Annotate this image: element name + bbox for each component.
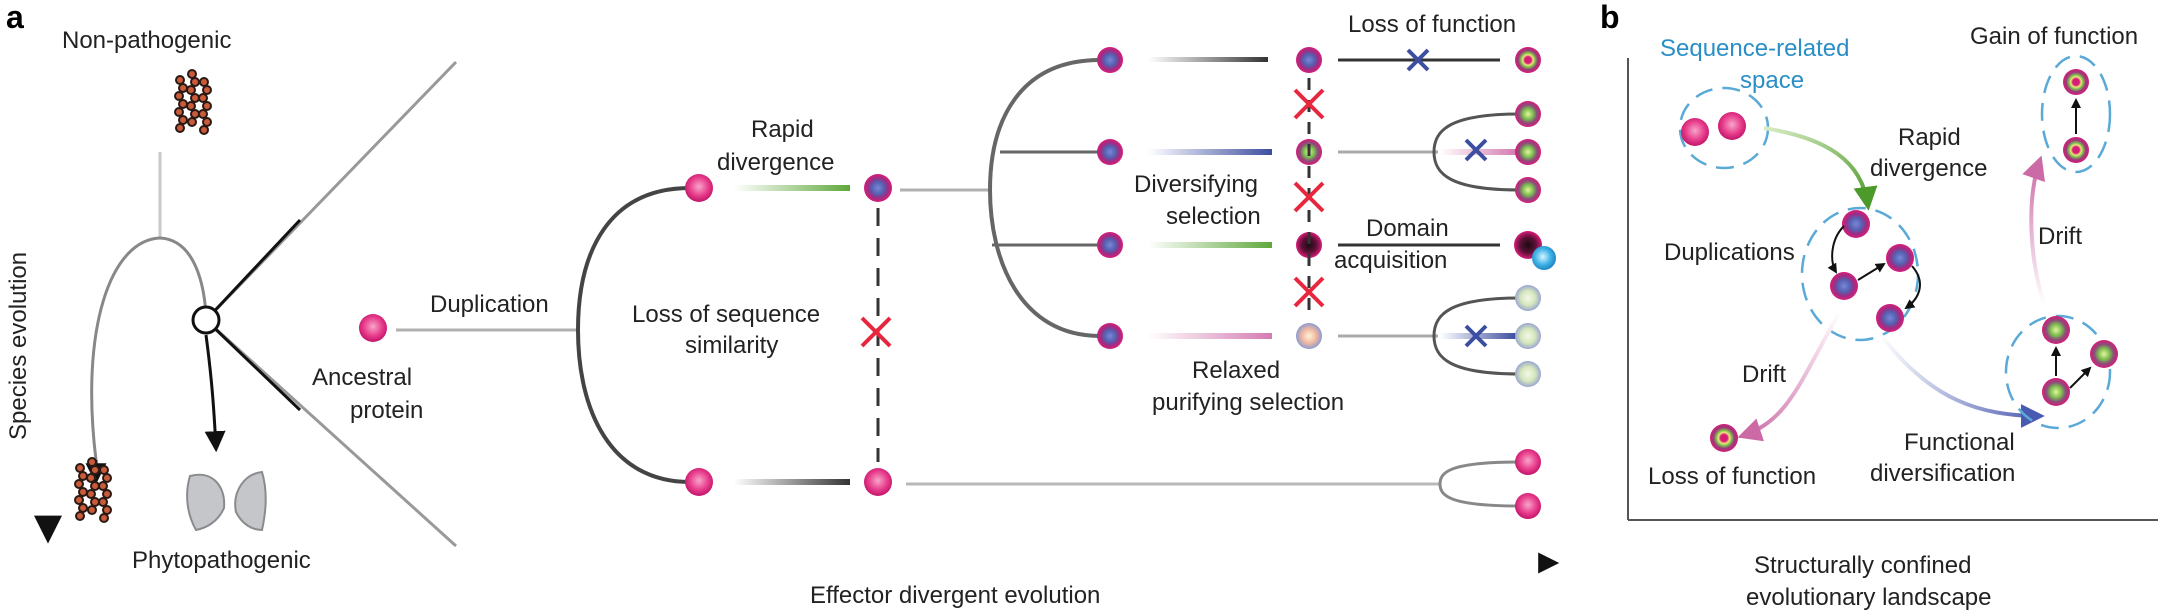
duplication-label: Duplication xyxy=(430,291,549,318)
functional-label-line1: Functional xyxy=(1904,429,2015,456)
row4-tip-1 xyxy=(1515,285,1541,311)
row1-branch xyxy=(1148,57,1268,62)
dup-protein-4 xyxy=(1876,304,1904,332)
drift-right-label: Drift xyxy=(2038,223,2082,250)
protein-bottom-1 xyxy=(685,468,713,496)
functional-diversification-arrow xyxy=(1878,332,2045,428)
row4-protein-b xyxy=(1296,323,1322,349)
gain-protein-1 xyxy=(2063,69,2089,95)
row4-pink-bar xyxy=(1148,333,1272,339)
seq-space-label-line1: Sequence-related xyxy=(1660,35,1849,62)
drift-left-label: Drift xyxy=(1742,361,1786,388)
domain-label-line1: Domain xyxy=(1366,215,1449,242)
drift-left-arrow xyxy=(1737,310,1842,442)
phytopathogenic-label: Phytopathogenic xyxy=(132,547,311,574)
speciation-node xyxy=(191,305,221,335)
bottom-branch-bar xyxy=(734,479,850,485)
row4-tip-arc xyxy=(1432,296,1521,376)
cross-red-2 xyxy=(1293,181,1325,213)
rapid-label-line2: divergence xyxy=(717,149,834,176)
row1-protein-b xyxy=(1296,47,1322,73)
loss-similarity-cross xyxy=(860,316,892,348)
species-evolution-label: Species evolution xyxy=(5,252,32,440)
domain-label-line2: acquisition xyxy=(1334,247,1447,274)
landscape-frame xyxy=(1627,58,2158,521)
ancestral-label-line1: Ancestral xyxy=(312,364,412,391)
gain-region xyxy=(2040,54,2112,174)
row3-green-bar xyxy=(1148,242,1272,248)
protein-top-1 xyxy=(685,174,713,202)
rapid-divergence-arrow xyxy=(1763,126,1878,211)
leaf-pair-icon xyxy=(186,470,267,532)
non-pathogenic-label: Non-pathogenic xyxy=(62,27,231,54)
seq-protein-2 xyxy=(1718,112,1746,140)
dup-arrows xyxy=(1827,225,1921,310)
gain-of-function-label: Gain of function xyxy=(1970,23,2138,50)
row2-protein-a xyxy=(1097,139,1123,165)
div-protein-3 xyxy=(2042,378,2070,406)
protein-bottom-tip-1 xyxy=(1515,449,1541,475)
relaxed-label-line2: purifying selection xyxy=(1152,389,1344,416)
duplication-arc xyxy=(575,186,691,484)
bottom-terminal-arc xyxy=(1438,460,1521,508)
rapid-label-line1: Rapid xyxy=(751,116,814,143)
row2-tip-1 xyxy=(1515,101,1541,127)
b-loss-of-function-label: Loss of function xyxy=(1648,463,1816,490)
landscape-label-line2: evolutionary landscape xyxy=(1746,584,1992,611)
diversifying-label-line1: Diversifying xyxy=(1134,171,1258,198)
row3-protein-a xyxy=(1097,232,1123,258)
radiation-arc xyxy=(987,58,1101,338)
row2-tip-3 xyxy=(1515,177,1541,203)
landscape-label-line1: Structurally confined xyxy=(1754,552,1971,579)
gain-protein-2 xyxy=(2063,137,2089,163)
relaxed-label-line1: Relaxed xyxy=(1192,357,1280,384)
row2-tip-2 xyxy=(1515,139,1541,165)
panel-label-b: b xyxy=(1600,0,1620,35)
effector-axis-label: Effector divergent evolution xyxy=(810,582,1100,609)
panel-label-a: a xyxy=(6,0,24,35)
effector-fan xyxy=(204,60,458,548)
protein-bottom-tip-2 xyxy=(1515,493,1541,519)
duplications-label: Duplications xyxy=(1664,239,1795,266)
loss-sim-label-line1: Loss of sequence xyxy=(632,301,820,328)
row1-protein-a xyxy=(1097,47,1123,73)
row3-protein-b xyxy=(1296,232,1322,258)
protein-top-2 xyxy=(864,174,892,202)
row4-tip-3 xyxy=(1515,361,1541,387)
div-protein-1 xyxy=(2042,316,2070,344)
cross-red-1 xyxy=(1293,88,1325,120)
drift-right-arrow xyxy=(2022,155,2046,305)
protein-bottom-2 xyxy=(864,468,892,496)
rapid-divergence-bar xyxy=(734,185,850,191)
lost-function-protein xyxy=(1710,424,1738,452)
seq-space-label-line2: space xyxy=(1740,67,1804,94)
acquired-domain xyxy=(1532,246,1556,270)
row4-protein-a xyxy=(1097,323,1123,349)
diversified-region xyxy=(2004,314,2112,430)
loss-sim-label-line2: similarity xyxy=(685,332,778,359)
seq-protein-1 xyxy=(1681,118,1709,146)
loss-of-function-label: Loss of function xyxy=(1348,11,1516,38)
phytopathogenic-fungus-icon xyxy=(74,457,112,523)
dup-protein-3 xyxy=(1830,272,1858,300)
dup-protein-1 xyxy=(1842,210,1870,238)
ancestral-label-line2: protein xyxy=(350,397,423,424)
b-rapid-label-line2: divergence xyxy=(1870,155,1987,182)
row4-tip-2 xyxy=(1515,323,1541,349)
functional-label-line2: diversification xyxy=(1870,460,2015,487)
row2-blue-bar xyxy=(1148,149,1272,155)
div-arrows xyxy=(2051,346,2092,389)
diversifying-label-line2: selection xyxy=(1166,203,1261,230)
row2-tip-arc xyxy=(1432,112,1521,192)
b-rapid-label-line1: Rapid xyxy=(1898,124,1961,151)
div-protein-2 xyxy=(2090,340,2118,368)
row1-protein-tip xyxy=(1515,47,1541,73)
dup-protein-2 xyxy=(1886,244,1914,272)
non-pathogenic-fungus-icon xyxy=(174,69,212,135)
ancestral-protein xyxy=(359,314,387,342)
